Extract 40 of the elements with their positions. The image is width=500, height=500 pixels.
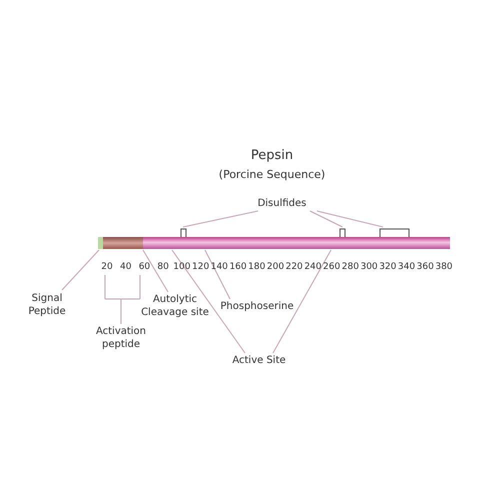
disulfide-bridge — [380, 228, 410, 238]
tick-label: 40 — [118, 261, 132, 273]
tick-label: 200 — [266, 261, 286, 273]
tick-label: 360 — [416, 261, 435, 273]
tick-label: 220 — [284, 261, 304, 273]
leader-line — [310, 210, 343, 228]
tick-label: 100 — [172, 261, 192, 273]
tick-label: 260 — [322, 261, 342, 273]
tick-label: 80 — [156, 261, 170, 273]
tick-label: 340 — [396, 261, 416, 273]
disulfide-bridge — [180, 228, 186, 238]
tick-label: 120 — [191, 261, 210, 273]
leader-line — [142, 250, 168, 292]
leader-line — [104, 274, 140, 324]
callout-label: Disulfides — [242, 197, 322, 210]
tick-label: 300 — [359, 261, 379, 273]
tick-label: 280 — [340, 261, 360, 273]
leader-line — [316, 210, 384, 228]
callout-label: Signal Peptide — [17, 292, 77, 318]
tick-label: 20 — [100, 261, 114, 273]
tick-label: 140 — [210, 261, 229, 273]
tick-label: 160 — [228, 261, 248, 273]
tick-label: 380 — [434, 261, 454, 273]
leader-line — [204, 250, 230, 300]
leader-line — [172, 250, 246, 354]
tick-label: 240 — [303, 261, 322, 273]
tick-label: 320 — [378, 261, 398, 273]
tick-label: 180 — [247, 261, 266, 273]
leader-line — [182, 210, 258, 228]
tick-label: 60 — [138, 261, 152, 273]
callout-label: Activation peptide — [86, 325, 156, 351]
callout-label: Phosphoserine — [212, 300, 302, 313]
signal-peptide-segment — [98, 237, 103, 249]
callout-label: Autolytic Cleavage site — [140, 293, 210, 319]
activation-peptide-segment — [103, 237, 143, 249]
subtitle: (Porcine Sequence) — [218, 168, 326, 182]
disulfide-bridge — [340, 228, 346, 238]
callout-label: Active Site — [224, 354, 294, 367]
leader-line — [272, 250, 332, 354]
title: Pepsin — [250, 148, 294, 164]
